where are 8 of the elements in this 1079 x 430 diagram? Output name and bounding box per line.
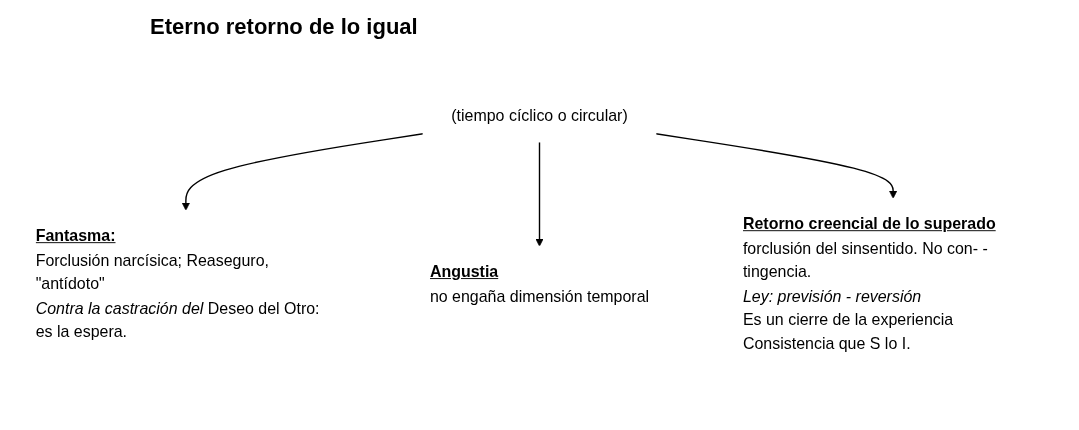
node-text: Fantasma: Forclusión narcísica; Reaseguro, "antídoto" Contra la castración del Deseo del Otro: es la espera.: [35, 227, 320, 341]
node-text: Retorno creencial de lo superado forclusión del sinsentido. No con- -tingencia. Ley: previsión - reversión Es un cierre de la experiencia Consistencia que S lo I.: [742, 215, 996, 353]
arrow: [655, 133, 898, 199]
node-text: (tiempo cíclico o circular): [451, 106, 628, 125]
arrow: [181, 133, 424, 211]
diagram-title: Eterno retorno de lo igual: [150, 14, 418, 40]
arrow: [535, 141, 544, 247]
node-text: Angustia no engaña dimensión temporal: [429, 263, 650, 305]
